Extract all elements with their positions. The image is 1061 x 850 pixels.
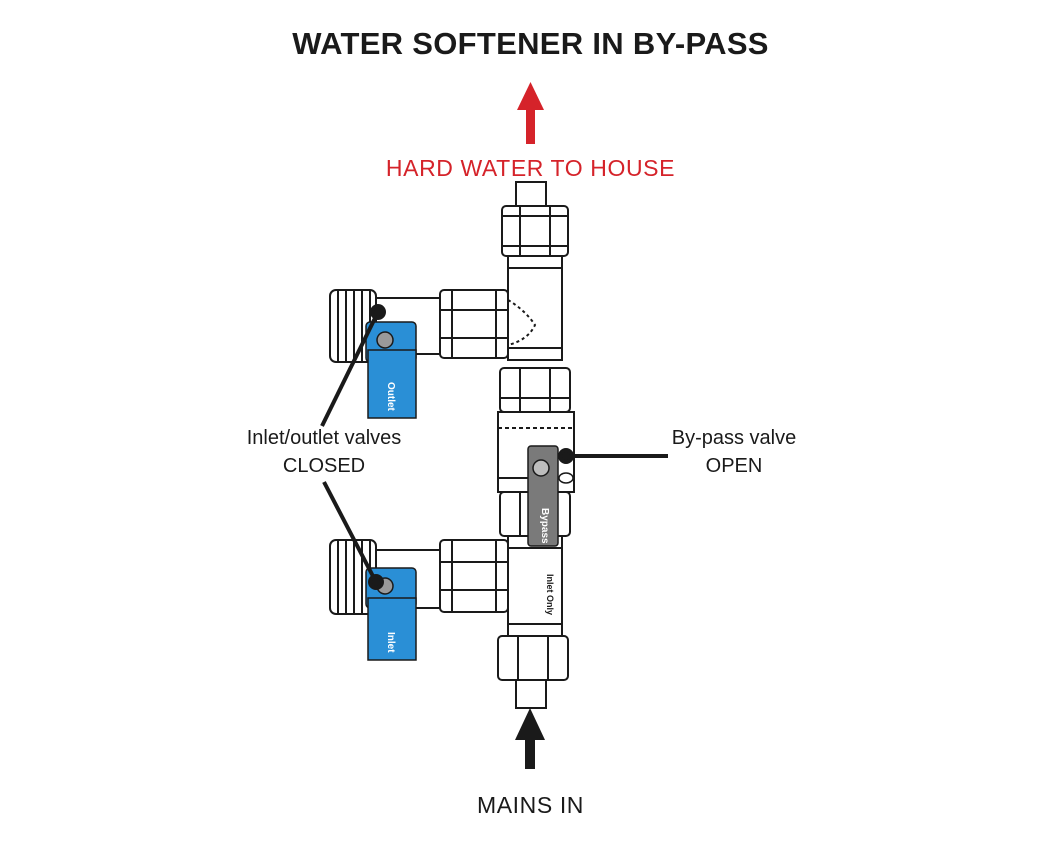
middle-nut xyxy=(499,367,571,413)
outlet-handle-label: Outlet xyxy=(385,382,396,412)
bypass-handle-label: Bypass xyxy=(539,508,550,544)
hard-water-label: HARD WATER TO HOUSE xyxy=(385,155,676,181)
bypass-valve-handle: Bypass xyxy=(527,445,574,547)
bypass-callout: By-pass valve OPEN xyxy=(640,424,828,480)
mains-arrow-icon xyxy=(515,708,545,769)
inlet-outlet-callout-line2: CLOSED xyxy=(282,455,366,477)
upper-side-nut xyxy=(439,289,509,359)
inlet-only-label: Inlet Only xyxy=(545,574,555,615)
outlet-leader-line xyxy=(320,311,380,427)
bypass-callout-line2: OPEN xyxy=(705,455,763,477)
lower-side-nut xyxy=(439,539,509,613)
inlet-outlet-callout: Inlet/outlet valves CLOSED xyxy=(214,424,434,480)
diagram-title: WATER SOFTENER IN BY-PASS xyxy=(292,26,769,61)
mains-in-label: MAINS IN xyxy=(476,792,585,818)
top-nut xyxy=(501,205,569,257)
outlet-valve-handle: Outlet xyxy=(365,321,417,419)
inlet-outlet-callout-line1: Inlet/outlet valves xyxy=(246,427,402,449)
inlet-leader-line xyxy=(322,481,378,583)
bypass-callout-line1: By-pass valve xyxy=(671,427,797,449)
top-pipe xyxy=(515,181,547,207)
inlet-handle-label: Inlet xyxy=(385,632,396,653)
bottom-nut xyxy=(497,635,569,681)
bottom-pipe xyxy=(515,679,547,709)
upper-tee xyxy=(507,255,563,361)
arrow-up-icon xyxy=(517,82,544,144)
